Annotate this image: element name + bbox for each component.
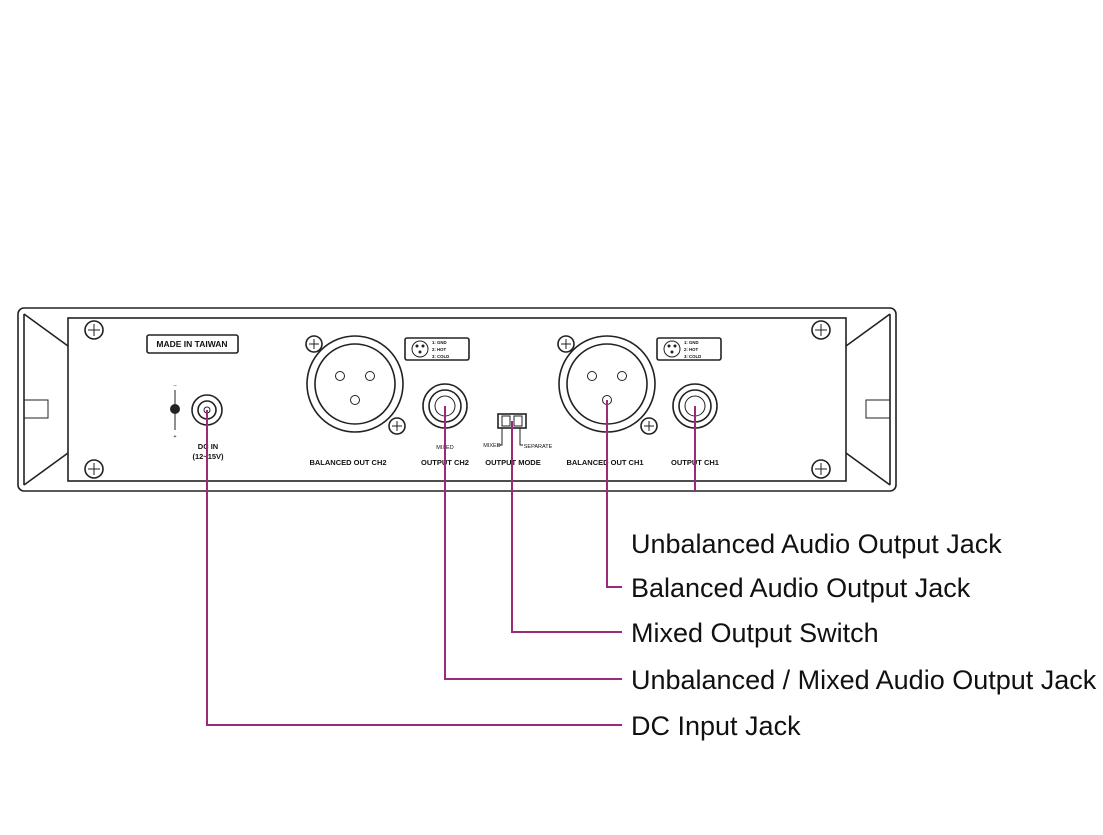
pin-legend-1: 1: GND (432, 340, 447, 345)
made-in-label: MADE IN TAIWAN (156, 339, 227, 349)
pin-legend-ch1: 1: GND 2: HOT 3: COLD (656, 337, 722, 361)
screw-icons (84, 320, 831, 479)
callout-mixed-output-switch: Mixed Output Switch (631, 618, 879, 648)
pin-legend-1: 1: GND (684, 340, 699, 345)
pin-legend-2: 2: HOT (684, 347, 698, 352)
pin-legend-3: 3: COLD (432, 354, 449, 359)
screw-icon (640, 417, 658, 435)
pin-legend-2: 2: HOT (432, 347, 446, 352)
dc-in-voltage-label: (12~15V) (192, 452, 224, 461)
callout-unbalanced-mixed-audio-output-jack: Unbalanced / Mixed Audio Output Jack (631, 665, 1097, 695)
switch-separate-label: SEPARATE (524, 444, 553, 450)
callout-unbalanced-audio-output-jack: Unbalanced Audio Output Jack (631, 529, 1002, 559)
polarity-minus: – (173, 383, 177, 389)
pin-legend-ch2: 1: GND 2: HOT 3: COLD (404, 337, 470, 361)
screw-icon (557, 335, 575, 353)
polarity-plus: + (173, 434, 176, 440)
callout-dc-input-jack: DC Input Jack (631, 711, 801, 741)
pin-legend-3: 3: COLD (684, 354, 701, 359)
leader-balanced-audio-output (606, 400, 622, 588)
chassis (17, 307, 897, 492)
leader-mixed-output-switch (511, 421, 622, 633)
made-in-badge: MADE IN TAIWAN (146, 334, 239, 354)
xlr-ch2-connector (306, 335, 404, 433)
screw-icon (811, 320, 831, 340)
screw-icon (388, 417, 406, 435)
leader-dc-input (206, 410, 622, 726)
screw-icon (84, 459, 104, 479)
screw-icon (811, 459, 831, 479)
balanced-out-ch1-label: BALANCED OUT CH1 (566, 458, 643, 467)
callout-leaders (206, 400, 696, 726)
screw-icon (84, 320, 104, 340)
polarity-icon (170, 390, 180, 430)
switch-mixed-label: MIXED (483, 443, 500, 449)
balanced-out-ch2-label: BALANCED OUT CH2 (309, 458, 386, 467)
leader-unbalanced-mixed-output (444, 406, 622, 680)
screw-icon (305, 335, 323, 353)
callout-balanced-audio-output-jack: Balanced Audio Output Jack (631, 573, 971, 603)
